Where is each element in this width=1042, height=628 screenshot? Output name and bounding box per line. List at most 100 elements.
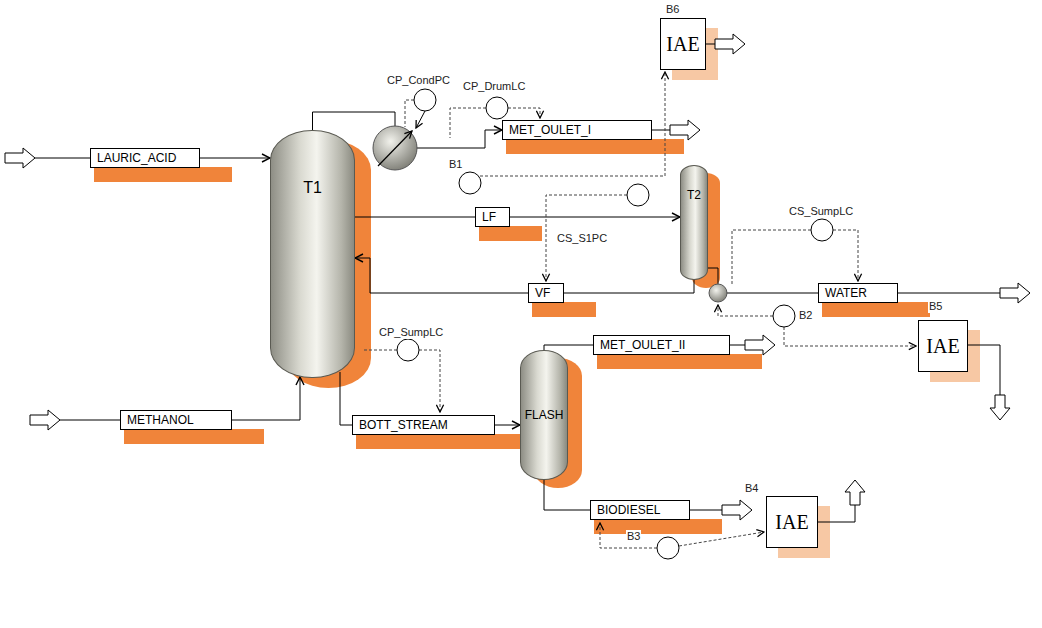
controller-name: B2 — [798, 309, 813, 322]
stream-label: BOTT_STREAM — [352, 415, 495, 435]
controller-circle — [773, 305, 795, 327]
stream-line — [544, 480, 590, 510]
controller-name: B3 — [626, 530, 641, 543]
outlet-line — [898, 293, 1000, 294]
stream-name: WATER — [825, 286, 891, 300]
controller-circle — [486, 97, 508, 119]
outlet-line — [690, 510, 722, 511]
stream-name: LAURIC_ACID — [97, 151, 193, 165]
controller-name: B4 — [744, 482, 759, 495]
stream-line — [495, 425, 520, 426]
condenser-symbol — [373, 126, 417, 170]
controller-name: CP_SumpLC — [378, 326, 444, 339]
shadow-bar — [532, 302, 596, 317]
shadow-bar — [94, 167, 232, 182]
stream-name: BOTT_STREAM — [359, 418, 488, 432]
signal-line — [546, 195, 627, 281]
product-arrow — [722, 500, 752, 520]
signal-line — [450, 108, 486, 138]
block-name: IAE — [666, 33, 699, 56]
stream-name: MET_OULET_I — [509, 123, 645, 137]
controller-name: CP_CondPC — [386, 74, 451, 87]
outlet-line — [968, 345, 1000, 395]
shadow-bar — [479, 226, 542, 241]
stream-line — [510, 217, 680, 218]
stream-label: VF — [528, 283, 564, 303]
signal-line — [600, 523, 657, 548]
unit-name: T1 — [303, 179, 322, 197]
iae-block: IAE — [918, 320, 968, 372]
product-arrow — [1000, 283, 1030, 303]
signal-line — [508, 108, 540, 118]
controller-name: CS_S1PC — [556, 232, 608, 245]
shadow-bar — [356, 434, 527, 449]
outlet-line — [730, 345, 745, 346]
signal-line — [784, 327, 916, 346]
signal-line — [679, 532, 764, 546]
product-arrow — [670, 120, 700, 140]
stream-name: METHANOL — [127, 413, 225, 427]
control-arrow — [416, 111, 425, 128]
feed-line — [60, 420, 120, 421]
controller-name: B6 — [665, 3, 680, 16]
controller-circle — [414, 89, 436, 111]
stream-label: BIODIESEL — [590, 500, 690, 520]
product-arrow — [745, 335, 775, 355]
outlet-line — [818, 505, 855, 522]
stream-line — [355, 217, 475, 218]
product-arrow — [715, 34, 745, 54]
stream-line — [544, 345, 593, 350]
distillation-column: T1 — [270, 130, 355, 378]
block-name: IAE — [926, 335, 959, 358]
shadow-bar — [822, 302, 930, 317]
reboiler-symbol — [709, 284, 727, 302]
shadow-bar — [597, 354, 762, 369]
feed-arrow — [30, 410, 60, 430]
stream-line — [200, 158, 270, 159]
feed-arrow — [5, 148, 35, 168]
stream-name: LF — [482, 210, 503, 224]
shadow-bar — [506, 139, 684, 154]
controller-circle — [811, 219, 833, 241]
iae-block: IAE — [766, 496, 818, 548]
controller-name: CS_SumpLC — [788, 205, 854, 218]
stream-name: BIODIESEL — [597, 503, 683, 517]
stream-line — [232, 377, 300, 420]
outlet-line — [652, 130, 670, 131]
stream-line — [564, 280, 694, 293]
stream-label: MET_OULET_II — [593, 335, 730, 355]
product-arrow — [845, 480, 865, 505]
stream-name: MET_OULET_II — [600, 338, 723, 352]
outlet-line — [706, 44, 715, 45]
stream-label: WATER — [818, 283, 898, 303]
signal-line — [405, 100, 414, 127]
block-name: IAE — [775, 511, 808, 534]
condenser-arrow — [378, 131, 412, 166]
unit-name: FLASH — [525, 408, 564, 422]
signal-line — [419, 350, 440, 412]
controller-name: CP_DrumLC — [462, 80, 526, 93]
stream-label: LF — [475, 207, 510, 227]
controller-name: B5 — [928, 300, 943, 313]
signal-line — [718, 305, 773, 316]
controller-circle — [657, 537, 679, 559]
stream-name: VF — [535, 286, 557, 300]
iae-block: IAE — [660, 18, 706, 70]
signal-line — [833, 230, 858, 281]
stripper-column: T2 — [680, 165, 708, 280]
feed-line — [35, 158, 90, 159]
signal-line — [732, 230, 811, 286]
controller-circle — [627, 184, 649, 206]
stream-label: METHANOL — [120, 410, 232, 430]
signal-line — [362, 350, 397, 351]
stream-line — [340, 372, 352, 425]
stream-label: LAURIC_ACID — [90, 148, 200, 168]
controller-circle — [459, 172, 481, 194]
controller-name: B1 — [448, 158, 463, 171]
shadow-bar — [594, 519, 722, 534]
product-arrow — [990, 395, 1010, 420]
